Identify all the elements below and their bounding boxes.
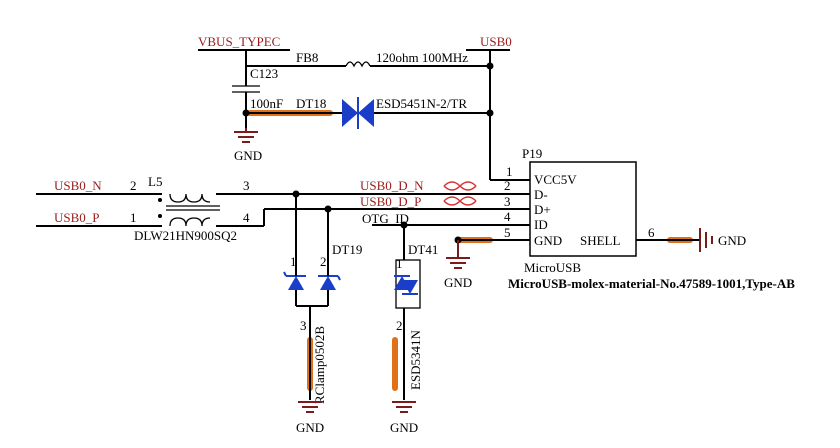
net-label-usb0: USB0 [480, 34, 512, 49]
dt19-value: RClamp0502B [312, 326, 327, 404]
net-label-usb0-p: USB0_P [54, 210, 100, 225]
dt41-value: ESD5341N [408, 329, 423, 390]
tvs-diode-dt18 [342, 97, 374, 129]
gnd-label: GND [296, 420, 324, 435]
ground-symbol [446, 240, 470, 269]
svg-text:4: 4 [243, 210, 250, 225]
svg-text:ID: ID [534, 217, 548, 232]
net-label-usb0-d-p: USB0_D_P [360, 194, 421, 209]
connector-p19: P19 1 VCC5V 2 D- 3 D+ 4 ID 5 GND SHELL 6… [504, 146, 795, 291]
dt19-ref: DT19 [332, 242, 362, 257]
svg-text:VCC5V: VCC5V [534, 172, 577, 187]
svg-text:3: 3 [243, 178, 250, 193]
svg-text:2: 2 [504, 178, 511, 193]
net-label-otg-id: OTG_ID [362, 211, 409, 226]
fb8-ref: FB8 [296, 50, 318, 65]
tvs-diode-dt41: DT41 1 2 ESD5341N GND [390, 225, 438, 435]
dt18-ref: DT18 [296, 96, 326, 111]
p19-ref: P19 [522, 146, 542, 161]
c123-ref: C123 [250, 66, 278, 81]
svg-text:D-: D- [534, 187, 548, 202]
svg-text:2: 2 [130, 178, 137, 193]
ground-symbol [392, 401, 416, 413]
svg-text:1: 1 [396, 256, 403, 271]
chassis-ground-symbol [699, 228, 713, 252]
net-label-usb0-d-n: USB0_D_N [360, 178, 424, 193]
ferrite-bead-symbol [345, 61, 371, 68]
svg-text:SHELL: SHELL [580, 233, 621, 248]
data-lines: USB0_D_N USB0_D_P OTG_ID GND [263, 178, 530, 290]
net-label-vbus-typec: VBUS_TYPEC [198, 34, 280, 49]
gnd-label: GND [390, 420, 418, 435]
l5-value: DLW21HN900SQ2 [134, 228, 237, 243]
diff-pair-icon [443, 181, 477, 206]
gnd-label: GND [444, 275, 472, 290]
common-mode-choke-l5: USB0_N 2 USB0_P 1 L5 3 4 DLW21HN900SQ2 [36, 174, 500, 243]
net-label-usb0-n: USB0_N [54, 178, 102, 193]
svg-text:5: 5 [504, 225, 511, 240]
ground-symbol [234, 128, 258, 143]
svg-text:2: 2 [320, 254, 327, 269]
dt18-value: ESD5451N-2/TR [376, 96, 467, 111]
c123-value: 100nF [250, 96, 283, 111]
svg-text:4: 4 [504, 209, 511, 224]
fb8-value: 120ohm 100MHz [376, 50, 468, 65]
power-section: VBUS_TYPEC FB8 120ohm 100MHz USB0 C123 1… [198, 34, 530, 181]
p19-description: MicroUSB-molex-material-No.47589-1001,Ty… [508, 276, 795, 291]
gnd-label: GND [718, 233, 746, 248]
svg-text:1: 1 [290, 254, 297, 269]
svg-text:3: 3 [504, 194, 511, 209]
p19-value: MicroUSB [524, 260, 581, 275]
svg-text:GND: GND [534, 233, 562, 248]
tvs-array-dt19: 1 2 DT19 3 RClamp0502B GND [283, 194, 362, 435]
dt41-ref: DT41 [408, 242, 438, 257]
gnd-label: GND [234, 148, 262, 163]
svg-text:3: 3 [300, 318, 307, 333]
l5-ref: L5 [148, 174, 162, 189]
svg-text:D+: D+ [534, 202, 551, 217]
svg-text:1: 1 [130, 210, 137, 225]
ground-symbol [298, 401, 322, 413]
svg-text:2: 2 [396, 318, 403, 333]
svg-text:6: 6 [648, 225, 655, 240]
svg-text:1: 1 [506, 164, 513, 179]
